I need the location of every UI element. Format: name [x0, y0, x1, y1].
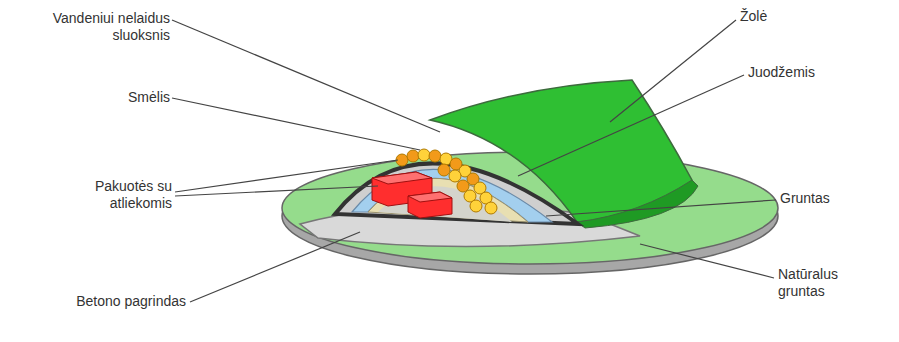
leader-lines [172, 20, 776, 302]
part-label: Vandeniui nelaidus sluoksnis [30, 10, 170, 44]
part-label: Juodžemis [748, 64, 888, 81]
label-box: Žolė [740, 8, 860, 25]
grass-edge [577, 180, 698, 228]
topsoil-line [335, 163, 578, 224]
label-box: Betono pagrindas [6, 293, 186, 310]
label-box: Gruntas [780, 190, 890, 207]
part-label: Žolė [740, 8, 860, 25]
part-label: Pakuotės su atliekomis [77, 178, 172, 212]
part-label: Natūralus gruntas [778, 266, 860, 300]
grass-mound [430, 80, 692, 222]
label-box: Juodžemis [748, 64, 888, 81]
label-box: Natūralus gruntas [778, 266, 860, 300]
impermeable-layer [352, 169, 552, 222]
part-label: Betono pagrindas [6, 293, 186, 310]
part-label: Gruntas [780, 190, 890, 207]
label-box: Smėlis [50, 89, 170, 106]
part-label: Smėlis [50, 89, 170, 106]
label-box: Vandeniui nelaidus sluoksnis [30, 10, 170, 44]
waste-blocks [372, 172, 452, 218]
label-box: Pakuotės su atliekomis [77, 178, 172, 212]
